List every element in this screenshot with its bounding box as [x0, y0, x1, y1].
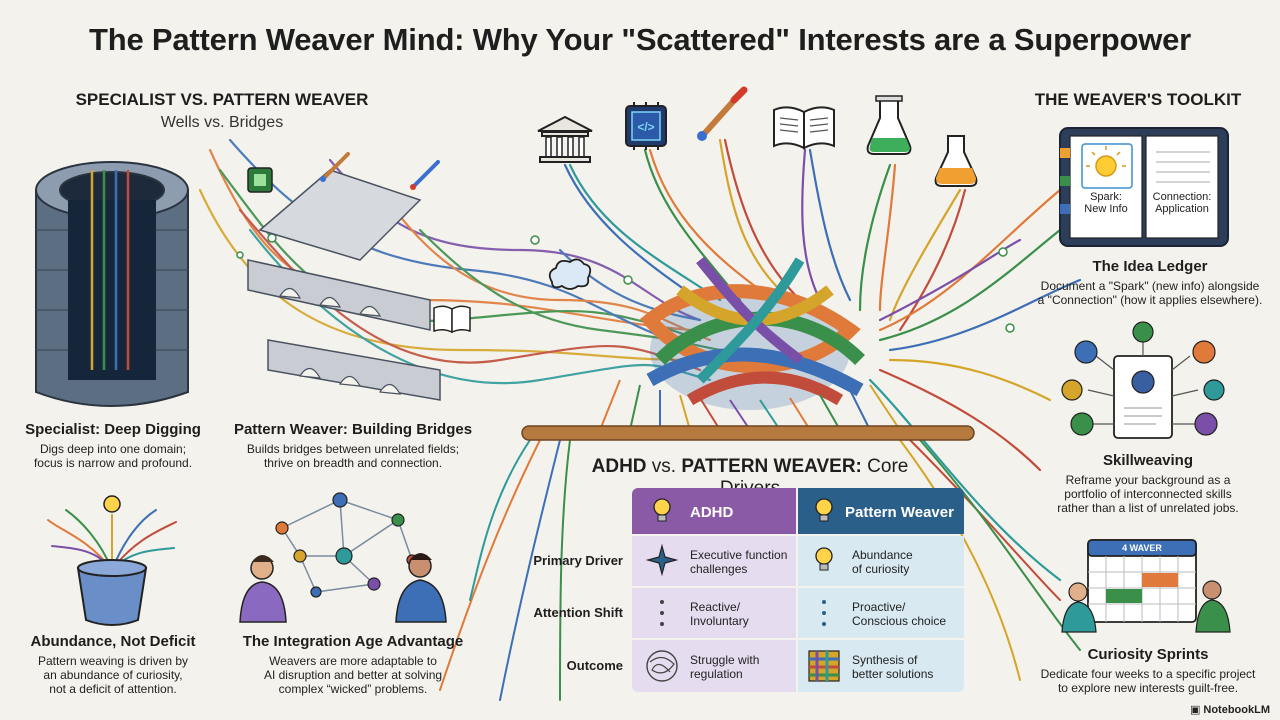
lightbulb-icon: [653, 498, 671, 522]
row-label-attention-shift: Attention Shift: [533, 605, 623, 620]
ledger-connection-label: Connection:Application: [1152, 191, 1212, 215]
card-skillweaving: Skillweaving Reframe your background as …: [1030, 452, 1266, 515]
thought-cloud-icon: [548, 258, 592, 290]
person-sprint-right: [1195, 580, 1231, 633]
adhd-cell: [632, 640, 796, 692]
dots-icon: [660, 600, 664, 626]
card-title: The Integration Age Advantage: [242, 633, 464, 650]
curiosity-pot-illustration: [47, 495, 177, 626]
brand-watermark: ▣ NotebookLM: [1189, 704, 1270, 716]
loom-bar: [521, 425, 975, 441]
bridges-illustration: [247, 152, 471, 401]
row-label-outcome: Outcome: [566, 658, 623, 673]
star-icon: [646, 544, 678, 576]
notebook-icon: ▣: [1189, 704, 1204, 716]
thread-group-bottom: [439, 439, 1081, 701]
person-sprint-left: [1061, 582, 1097, 633]
thread-group-top: [563, 138, 967, 332]
card-title: Pattern Weaver: Building Bridges: [233, 421, 473, 438]
well-illustration: [35, 161, 189, 407]
card-idea-ledger: The Idea Ledger Document a "Spark" (new …: [1020, 258, 1280, 307]
paintbrush-icon-small-2: [410, 160, 440, 190]
toolkit-heading: THE WEAVER'S TOOLKIT: [1034, 90, 1242, 109]
card-title: Curiosity Sprints: [1087, 646, 1209, 663]
beaker-icon: [934, 135, 978, 187]
code-chip-icon: </>: [625, 102, 667, 150]
person-right: [395, 553, 447, 623]
central-braid: [599, 256, 901, 431]
book-icon-small: [433, 305, 471, 334]
flask-icon: [866, 95, 912, 155]
tangled-yarn-icon: [646, 650, 678, 682]
card-text: Dedicate four weeks to a specific projec…: [1040, 667, 1256, 695]
cell-adhd-attention-shift: Reactive/Involuntary: [690, 600, 749, 628]
paintbrush-icon: [697, 86, 748, 141]
card-curiosity-sprints: Curiosity Sprints Dedicate four weeks to…: [1020, 646, 1276, 695]
museum-icon: [537, 115, 593, 163]
calendar-label: 4 WAVER: [1122, 543, 1162, 553]
page-title: The Pattern Weaver Mind: Why Your "Scatt…: [88, 22, 1192, 57]
card-text: Digs deep into one domain;focus is narro…: [33, 442, 193, 470]
adhd-cell: [632, 588, 796, 638]
cell-weaver-attention-shift: Proactive/Conscious choice: [852, 600, 947, 628]
thread-nodes: [236, 233, 1015, 333]
chip-icon-small: [247, 167, 273, 193]
calendar-illustration: [1061, 539, 1231, 633]
network-illustration: [239, 492, 447, 623]
card-integration-age: The Integration Age Advantage Weavers ar…: [222, 633, 484, 696]
card-title: Specialist: Deep Digging: [25, 421, 201, 438]
card-pattern-weaver: Pattern Weaver: Building Bridges Builds …: [222, 421, 484, 470]
lightbulb-icon: [815, 498, 833, 522]
thread-group-right: [868, 188, 1082, 582]
card-title: The Idea Ledger: [1092, 258, 1208, 275]
lightbulb-icon: [815, 547, 833, 571]
idea-ledger-illustration: [1059, 127, 1229, 247]
woven-pattern-icon: [808, 650, 840, 682]
row-label-primary-driver: Primary Driver: [533, 553, 623, 568]
spark-sun-icon: [1086, 146, 1126, 177]
card-specialist: Specialist: Deep Digging Digs deep into …: [8, 421, 218, 470]
card-title: Abundance, Not Deficit: [30, 633, 196, 650]
weaver-column-label: Pattern Weaver: [845, 504, 954, 521]
person-left: [239, 555, 287, 623]
open-book-icon: [773, 106, 835, 150]
adhd-column-label: ADHD: [690, 504, 734, 521]
specialist-vs-weaver-heading: SPECIALIST VS. PATTERN WEAVER: [75, 90, 369, 109]
skillweaving-illustration: [1061, 321, 1225, 439]
paintbrush-icon-small: [320, 152, 350, 182]
card-text: Builds bridges between unrelated fields;…: [246, 442, 460, 470]
card-abundance: Abundance, Not Deficit Pattern weaving i…: [8, 633, 218, 696]
dots-icon: [822, 600, 826, 626]
ledger-spark-label: Spark:New Info: [1084, 191, 1128, 215]
wells-vs-bridges-subheading: Wells vs. Bridges: [160, 114, 284, 131]
svg-text:</>: </>: [637, 120, 654, 134]
card-title: Skillweaving: [1102, 452, 1194, 469]
